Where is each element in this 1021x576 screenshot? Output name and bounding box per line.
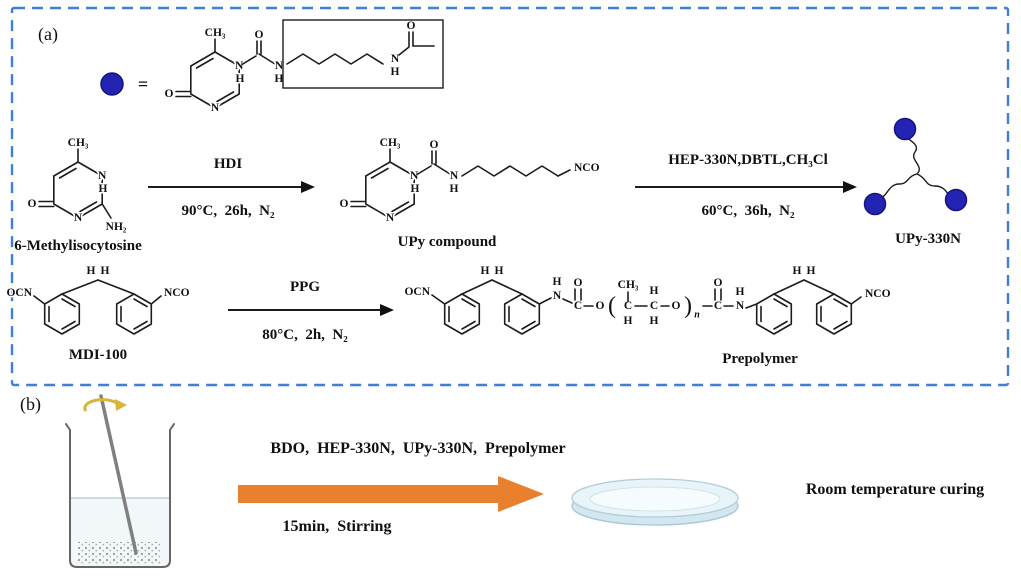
compound-label-prepolymer: Prepolymer xyxy=(722,351,798,367)
upy-dot xyxy=(863,192,887,216)
petri-dish xyxy=(571,478,739,526)
methylene-hydrogen-label: H xyxy=(495,265,504,277)
carbamate-nitrogen-label: N xyxy=(736,300,745,312)
isocyanate-label: OCN xyxy=(404,286,430,298)
structure-prepolymer: OCN H H N H C O O ( C CH₃ H C H xyxy=(403,264,892,335)
amide-hydrogen-label: H xyxy=(391,66,400,78)
upy-dot-legend xyxy=(100,72,124,96)
close-bracket: ) xyxy=(684,293,692,319)
reaction-arrow-3 xyxy=(228,304,394,316)
compound-label-6-methylisocytosine: 6-Methylisocytosine xyxy=(14,238,142,254)
structure-6-methylisocytosine: NH₂ xyxy=(26,135,128,235)
upy-dot xyxy=(944,188,968,212)
methyl-label: CH₃ xyxy=(618,279,639,291)
precipitate-speckles xyxy=(78,542,162,564)
open-bracket: ( xyxy=(608,293,616,319)
mixture-label: BDO, HEP-330N, UPy-330N, Prepolymer xyxy=(270,440,566,457)
arrowhead xyxy=(301,181,315,193)
reagent-label-r2: HEP-330N,DBTL,CH₃Cl xyxy=(668,152,828,168)
structure-upy-330n xyxy=(863,117,968,216)
panel-a-border xyxy=(10,6,1010,387)
reagent-label-hdi: HDI xyxy=(213,156,243,172)
ester-oxygen-label: O xyxy=(596,300,605,312)
carbonyl-carbon-label: C xyxy=(574,300,582,312)
process-arrow xyxy=(238,476,544,512)
hexamethylene-box xyxy=(282,19,444,89)
stirring-label: 15min, Stirring xyxy=(282,518,392,535)
curing-label: Room temperature curing xyxy=(805,481,985,498)
carbamate-hydrogen-label: H xyxy=(553,276,562,288)
structure-mdi-100: H H OCN NCO xyxy=(5,264,191,335)
methylene-hydrogen-label: H xyxy=(87,265,96,277)
ether-oxygen-label: O xyxy=(672,300,681,312)
equals-sign: = xyxy=(138,74,148,94)
beaker-outline xyxy=(65,423,175,568)
carbonyl-oxygen-label: O xyxy=(574,277,583,289)
reagent-label-ppg: PPG xyxy=(290,279,320,295)
isocyanate-label: NCO xyxy=(574,162,600,174)
carbonyl-oxygen-label: O xyxy=(714,277,723,289)
reaction-arrow-2 xyxy=(635,181,857,193)
structure-upy-compound: NCO xyxy=(338,135,601,226)
legend-structure: N H O xyxy=(163,19,444,116)
isocyanate-label: NCO xyxy=(865,288,891,300)
carbonyl-oxygen-label: O xyxy=(407,20,416,32)
panel-a-label: (a) xyxy=(38,24,58,44)
conditions-label-r1: 90°C, 26h, N₂ xyxy=(181,203,275,219)
stirring-rod xyxy=(99,394,138,555)
stir-arrowhead xyxy=(115,399,127,411)
upy-dot xyxy=(893,117,917,141)
chain-carbon-label: C xyxy=(624,300,632,312)
arrowhead xyxy=(380,304,394,316)
compound-label-upy-compound: UPy compound xyxy=(397,234,497,250)
conditions-label-r2: 60°C, 36h, N₂ xyxy=(701,203,795,219)
conditions-label-r3: 80°C, 2h, N₂ xyxy=(262,327,348,343)
beaker xyxy=(65,394,175,568)
hydrogen-label: H xyxy=(650,285,659,297)
carbamate-hydrogen-label: H xyxy=(736,286,745,298)
carbonyl-carbon-label: C xyxy=(714,300,722,312)
carbamate-nitrogen-label: N xyxy=(553,290,562,302)
arrowhead xyxy=(843,181,857,193)
repeat-subscript: n xyxy=(694,310,700,321)
amine-label: NH₂ xyxy=(106,221,127,233)
isocyanate-label: NCO xyxy=(164,287,190,299)
hydrogen-label: H xyxy=(624,315,633,327)
methylene-hydrogen-label: H xyxy=(481,265,490,277)
methylene-hydrogen-label: H xyxy=(807,265,816,277)
methylene-hydrogen-label: H xyxy=(793,265,802,277)
compound-label-mdi-100: MDI-100 xyxy=(68,347,128,363)
compound-label-upy-330n: UPy-330N xyxy=(895,231,961,247)
hydrogen-label: H xyxy=(650,315,659,327)
reaction-arrow-1 xyxy=(148,181,315,193)
panel-b-label: (b) xyxy=(20,394,41,414)
isocyanate-label: OCN xyxy=(6,287,32,299)
methylene-hydrogen-label: H xyxy=(101,265,110,277)
chain-carbon-label: C xyxy=(650,300,658,312)
